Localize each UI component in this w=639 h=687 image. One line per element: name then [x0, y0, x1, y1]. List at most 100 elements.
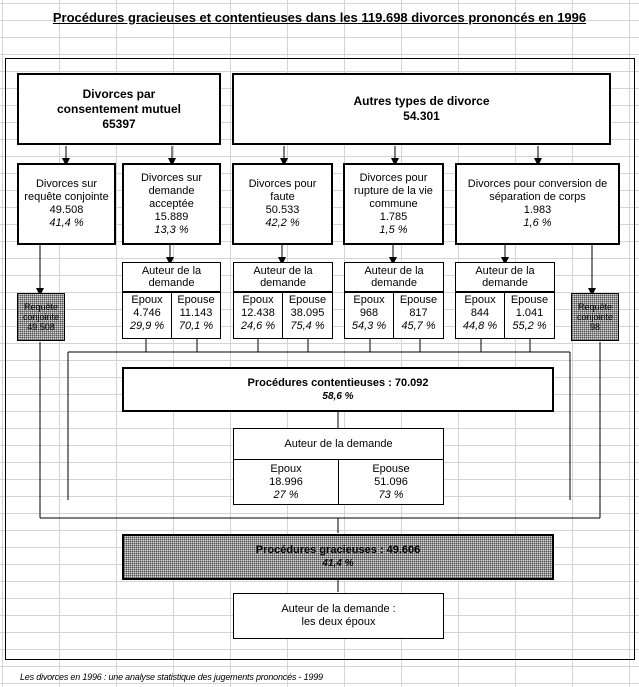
- husband-total-pct: 27 %: [273, 489, 299, 501]
- conversion-pct: 1,6 %: [523, 217, 552, 229]
- wife-count: 817: [409, 307, 428, 319]
- fault-count: 50.533: [265, 204, 300, 216]
- wife-total-pct: 73 %: [378, 489, 404, 501]
- wife-label: Epouse: [288, 294, 327, 306]
- rupture-label-2: rupture de la vie: [354, 184, 433, 197]
- fault-label-1: Divorces pour: [248, 178, 317, 190]
- source-footer: Les divorces en 1996 : une analyse stati…: [20, 672, 323, 682]
- conversion-count: 1.983: [523, 204, 552, 216]
- husband-total-count: 18.996: [269, 476, 303, 488]
- husband-total-col: Epoux 18.996 27 %: [234, 460, 339, 504]
- husband-count: 844: [470, 307, 490, 319]
- author-header-label-2: demande: [260, 277, 306, 289]
- wife-col: Epouse 38.095 75,4 %: [283, 293, 332, 338]
- fault-box: Divorces pour faute 50.533 42,2 %: [232, 163, 333, 245]
- husband-count: 968: [359, 307, 379, 319]
- author-header-label-1: Auteur de la: [364, 265, 424, 277]
- husband-pct: 54,3 %: [351, 320, 387, 332]
- joint-request-left-count: 49.508: [27, 322, 55, 332]
- husband-count: 12.438: [241, 307, 275, 319]
- gracious-pct: 41,4 %: [322, 558, 354, 569]
- author-split-accepted: Epoux 4.746 29,9 % Epouse 11.143 70,1 %: [122, 292, 221, 339]
- fault-pct: 42,2 %: [265, 217, 300, 229]
- fault-label-2: faute: [270, 191, 295, 203]
- rupture-label-3: commune: [369, 197, 418, 210]
- conversion-label-1: Divorces pour conversion de: [467, 178, 608, 190]
- page-title: Procédures gracieuses et contentieuses d…: [52, 10, 587, 25]
- other-types-count: 54.301: [403, 109, 440, 123]
- author-final-box: Auteur de la demande : les deux époux: [233, 593, 444, 639]
- husband-label: Epoux: [464, 294, 496, 306]
- author-header-fault: Auteur de la demande: [233, 262, 333, 292]
- rupture-label-1: Divorces pour: [359, 171, 428, 184]
- wife-pct: 70,1 %: [178, 320, 214, 332]
- accepted-request-label-1: Divorces sur: [140, 171, 203, 184]
- author-split-conversion: Epoux 844 44,8 % Epouse 1.041 55,2 %: [455, 292, 555, 339]
- husband-col: Epoux 12.438 24,6 %: [234, 293, 283, 338]
- author-header-conversion: Auteur de la demande: [455, 262, 555, 292]
- contentious-pct: 58,6 %: [322, 390, 354, 402]
- conversion-label-2: séparation de corps: [489, 191, 586, 203]
- joint-request-label-2: requête conjointe: [24, 191, 109, 203]
- wife-col: Epouse 1.041 55,2 %: [505, 293, 554, 338]
- accepted-request-box: Divorces sur demande acceptée 15.889 13,…: [122, 163, 221, 245]
- wife-pct: 45,7 %: [401, 320, 436, 332]
- other-types-box: Autres types de divorce 54.301: [232, 73, 611, 145]
- mutual-consent-label-1: Divorces par: [82, 86, 156, 101]
- wife-count: 38.095: [290, 307, 325, 319]
- joint-request-left-label-1: Requête: [23, 302, 59, 312]
- gracious-box: Procédures gracieuses : 49.606 41,4 %: [122, 534, 554, 580]
- wife-col: Epouse 817 45,7 %: [394, 293, 443, 338]
- accepted-request-count: 15.889: [154, 210, 189, 223]
- wife-total-col: Epouse 51.096 73 %: [339, 460, 443, 504]
- husband-col: Epoux 844 44,8 %: [456, 293, 505, 338]
- author-total-header: Auteur de la demande: [233, 428, 444, 460]
- contentious-box: Procédures contentieuses : 70.092 58,6 %: [122, 367, 554, 412]
- husband-col: Epoux 968 54,3 %: [345, 293, 394, 338]
- wife-count: 11.143: [179, 307, 213, 319]
- author-header-label-2: demande: [148, 277, 195, 289]
- author-header-label-1: Auteur de la: [475, 265, 535, 277]
- author-header-label-1: Auteur de la: [141, 265, 202, 277]
- rupture-pct: 1,5 %: [379, 223, 408, 236]
- conversion-box: Divorces pour conversion de séparation d…: [455, 163, 620, 245]
- joint-request-left-box: Requête conjointe 49.508: [17, 293, 65, 341]
- other-types-label: Autres types de divorce: [353, 94, 490, 108]
- mutual-consent-count: 65397: [102, 116, 136, 131]
- wife-total-label: Epouse: [372, 463, 410, 475]
- husband-pct: 44,8 %: [462, 320, 498, 332]
- author-total-label: Auteur de la demande: [284, 437, 393, 450]
- rupture-count: 1.785: [379, 210, 408, 223]
- diagram-frame: [5, 58, 635, 660]
- joint-request-label-1: Divorces sur: [35, 178, 98, 190]
- husband-total-label: Epoux: [270, 463, 302, 475]
- author-header-rupture: Auteur de la demande: [344, 262, 444, 292]
- husband-label: Epoux: [353, 294, 385, 306]
- author-split-fault: Epoux 12.438 24,6 % Epouse 38.095 75,4 %: [233, 292, 333, 339]
- husband-pct: 24,6 %: [240, 320, 276, 332]
- joint-request-box: Divorces sur requête conjointe 49.508 41…: [17, 163, 116, 245]
- wife-pct: 75,4 %: [290, 320, 325, 332]
- wife-label: Epouse: [177, 294, 215, 306]
- wife-count: 1.041: [515, 307, 544, 319]
- joint-request-right-count: 98: [589, 322, 600, 332]
- wife-total-count: 51.096: [374, 476, 408, 488]
- joint-request-right-box: Requête conjointe 98: [571, 293, 619, 341]
- author-final-label-1: Auteur de la demande :: [281, 603, 396, 615]
- author-header-label-2: demande: [482, 277, 528, 289]
- accepted-request-label-2: demande: [148, 184, 195, 197]
- wife-label: Epouse: [510, 294, 549, 306]
- wife-col: Epouse 11.143 70,1 %: [172, 293, 220, 338]
- wife-label: Epouse: [399, 294, 438, 306]
- wife-pct: 55,2 %: [512, 320, 547, 332]
- gracious-label: Procédures gracieuses : 49.606: [255, 544, 421, 556]
- author-header-accepted: Auteur de la demande: [122, 262, 221, 292]
- mutual-consent-label-2: consentement mutuel: [56, 101, 182, 116]
- joint-request-pct: 41,4 %: [49, 217, 84, 229]
- joint-request-right-label-1: Requête: [577, 302, 613, 312]
- author-total-split: Epoux 18.996 27 % Epouse 51.096 73 %: [233, 459, 444, 505]
- joint-request-left-label-2: conjointe: [22, 312, 60, 322]
- author-header-label-1: Auteur de la: [253, 265, 313, 277]
- husband-label: Epoux: [131, 294, 163, 306]
